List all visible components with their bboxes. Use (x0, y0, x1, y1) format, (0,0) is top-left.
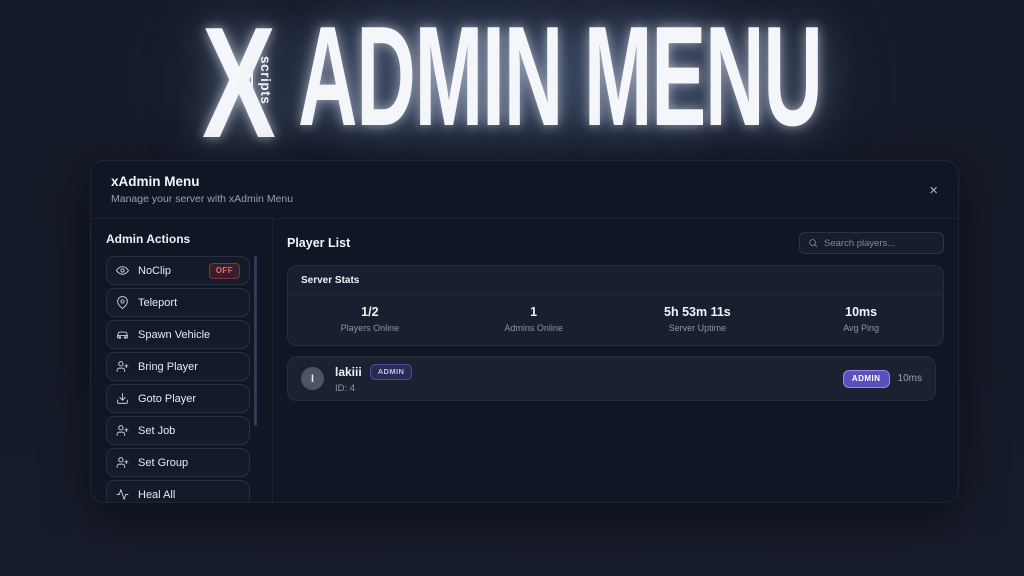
sidebar-admin-actions: Admin Actions NoClip OFF Teleport (91, 219, 272, 502)
panel-title: xAdmin Menu (111, 174, 200, 189)
sidebar-item-teleport[interactable]: Teleport (106, 288, 250, 317)
stat-label: Server Uptime (668, 323, 727, 333)
main-content: Player List Server Stats 1/2 Players Onl… (273, 219, 958, 502)
sidebar-item-spawn-vehicle[interactable]: Spawn Vehicle (106, 320, 250, 349)
brand-x-logo: X (202, 0, 276, 171)
stat-value: 1 (530, 305, 538, 319)
sidebar-heading: Admin Actions (106, 232, 191, 246)
sidebar-item-bring-player[interactable]: Bring Player (106, 352, 250, 381)
avatar: l (301, 367, 324, 390)
car-icon (116, 328, 129, 341)
sidebar-item-label: NoClip (138, 264, 172, 277)
stat-value: 10ms (845, 305, 878, 319)
server-stats-heading: Server Stats (288, 266, 943, 295)
search-box[interactable] (799, 232, 944, 254)
activity-icon (116, 488, 129, 501)
user-plus-icon (116, 360, 129, 373)
sidebar-item-label: Spawn Vehicle (138, 328, 211, 341)
sidebar-item-label: Set Group (138, 456, 189, 469)
stat-server-uptime: 5h 53m 11s Server Uptime (616, 305, 780, 333)
panel-subtitle: Manage your server with xAdmin Menu (111, 193, 294, 205)
noclip-off-badge: OFF (208, 262, 240, 279)
stat-players-online: 1/2 Players Online (288, 305, 452, 333)
server-stats-card: Server Stats 1/2 Players Online 1 Admins… (287, 265, 944, 346)
stat-label: Admins Online (504, 323, 563, 333)
stat-value: 1/2 (361, 305, 379, 319)
stat-value: 5h 53m 11s (664, 305, 731, 319)
download-icon (116, 392, 129, 405)
sidebar-item-label: Teleport (138, 296, 178, 309)
sidebar-item-label: Goto Player (138, 392, 197, 405)
user-plus-icon (116, 456, 129, 469)
sidebar-item-noclip[interactable]: NoClip OFF (106, 256, 250, 285)
map-pin-icon (116, 296, 129, 309)
brand-scripts-label: scripts (251, 56, 273, 105)
sidebar-item-label: Bring Player (138, 360, 198, 373)
search-input[interactable] (824, 237, 935, 249)
eye-icon (116, 264, 129, 277)
sidebar-divider (272, 219, 273, 502)
search-icon (808, 238, 818, 248)
page-title: ADMIN MENU (298, 0, 823, 156)
sidebar-item-label: Set Job (138, 424, 176, 437)
player-list-title: Player List (287, 236, 351, 250)
panel-body: Admin Actions NoClip OFF Teleport (91, 219, 958, 502)
stat-label: Avg Ping (843, 323, 880, 333)
close-icon[interactable]: × (929, 182, 938, 199)
admin-panel: xAdmin Menu Manage your server with xAdm… (90, 160, 959, 503)
sidebar-item-set-group[interactable]: Set Group (106, 448, 250, 477)
player-id: ID: 4 (335, 382, 356, 394)
panel-header: xAdmin Menu Manage your server with xAdm… (91, 161, 958, 219)
player-role-badge: ADMIN (369, 363, 413, 380)
sidebar-scrollbar[interactable] (254, 256, 257, 426)
admin-badge: ADMIN (842, 369, 890, 388)
sidebar-item-heal-all[interactable]: Heal All (106, 480, 250, 502)
player-ping: 10ms (897, 373, 922, 384)
sidebar-item-goto-player[interactable]: Goto Player (106, 384, 250, 413)
player-row[interactable]: l lakiii ADMIN ID: 4 ADMIN 10ms (287, 356, 936, 401)
stat-admins-online: 1 Admins Online (452, 305, 616, 333)
sidebar-item-set-job[interactable]: Set Job (106, 416, 250, 445)
stat-avg-ping: 10ms Avg Ping (779, 305, 943, 333)
stat-label: Players Online (340, 323, 400, 333)
player-name: lakiii (335, 364, 362, 379)
user-plus-icon (116, 424, 129, 437)
sidebar-item-label: Heal All (138, 488, 176, 501)
